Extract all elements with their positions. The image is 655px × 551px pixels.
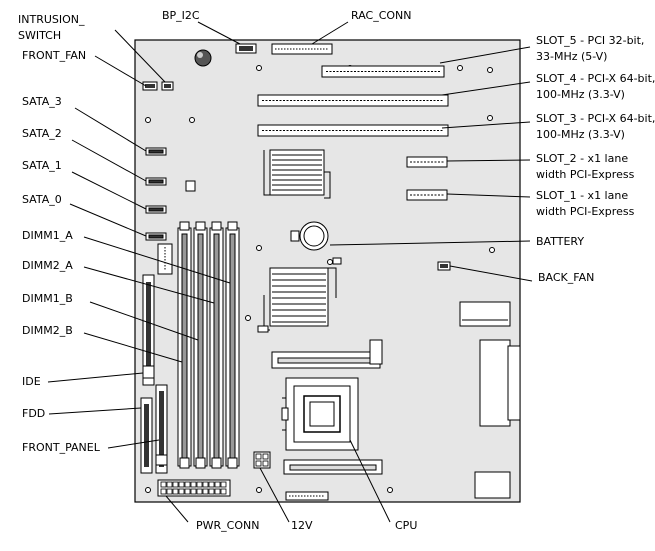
fdd-connector <box>140 397 153 474</box>
jumper <box>185 180 196 192</box>
label-dimm2-b: DIMM2_B <box>22 324 73 337</box>
label-pwr-conn: PWR_CONN <box>196 519 260 532</box>
chipset-heatsink-1 <box>263 149 331 199</box>
label-front-fan: FRONT_FAN <box>22 49 87 62</box>
label-rac-conn: RAC_CONN <box>351 9 412 22</box>
label-intrusion-switch: INTRUSION_ SWITCH <box>18 13 85 42</box>
label-dimm2-a: DIMM2_A <box>22 259 73 272</box>
cpu-retention-top <box>271 339 383 369</box>
back-panel-connectors <box>459 301 521 499</box>
cpu-retention-bottom <box>283 459 383 475</box>
label-ide: IDE <box>22 375 41 388</box>
label-slot-5: SLOT_5 - PCI 32-bit, 33-MHz (5-V) <box>536 34 645 63</box>
12v-connector <box>253 451 271 469</box>
label-slot-3: SLOT_3 - PCI-X 64-bit, 100-MHz (3.3-V) <box>536 112 655 141</box>
label-cpu: CPU <box>395 519 418 532</box>
battery <box>290 221 329 251</box>
pci-slots <box>257 65 449 201</box>
label-sata-2: SATA_2 <box>22 127 62 140</box>
label-dimm1-a: DIMM1_A <box>22 229 73 242</box>
cpu-socket <box>281 377 359 451</box>
chipset-heatsink-2 <box>257 257 342 333</box>
ide-connector <box>142 274 155 386</box>
label-sata-0: SATA_0 <box>22 193 62 206</box>
label-slot-4: SLOT_4 - PCI-X 64-bit, 100-MHz (3.3-V) <box>536 72 655 101</box>
mounting-holes <box>145 65 495 493</box>
front-panel-connector <box>155 384 168 474</box>
label-battery: BATTERY <box>536 235 585 248</box>
label-front-panel: FRONT_PANEL <box>22 441 100 454</box>
label-bp-i2c: BP_I2C <box>162 9 200 22</box>
label-back-fan: BACK_FAN <box>538 271 595 284</box>
label-slot-2: SLOT_2 - x1 lane width PCI-Express <box>536 152 635 181</box>
label-dimm1-b: DIMM1_B <box>22 292 73 305</box>
label-12v: 12V <box>291 519 313 532</box>
dimm-slots <box>177 221 240 469</box>
label-sata-1: SATA_1 <box>22 159 62 172</box>
sata-connectors <box>145 147 167 241</box>
buzzer <box>194 49 212 67</box>
power-connector <box>157 479 231 497</box>
label-fdd: FDD <box>22 407 46 420</box>
callout-lines <box>47 21 533 523</box>
label-slot-1: SLOT_1 - x1 lane width PCI-Express <box>536 189 635 218</box>
label-sata-3: SATA_3 <box>22 95 62 108</box>
